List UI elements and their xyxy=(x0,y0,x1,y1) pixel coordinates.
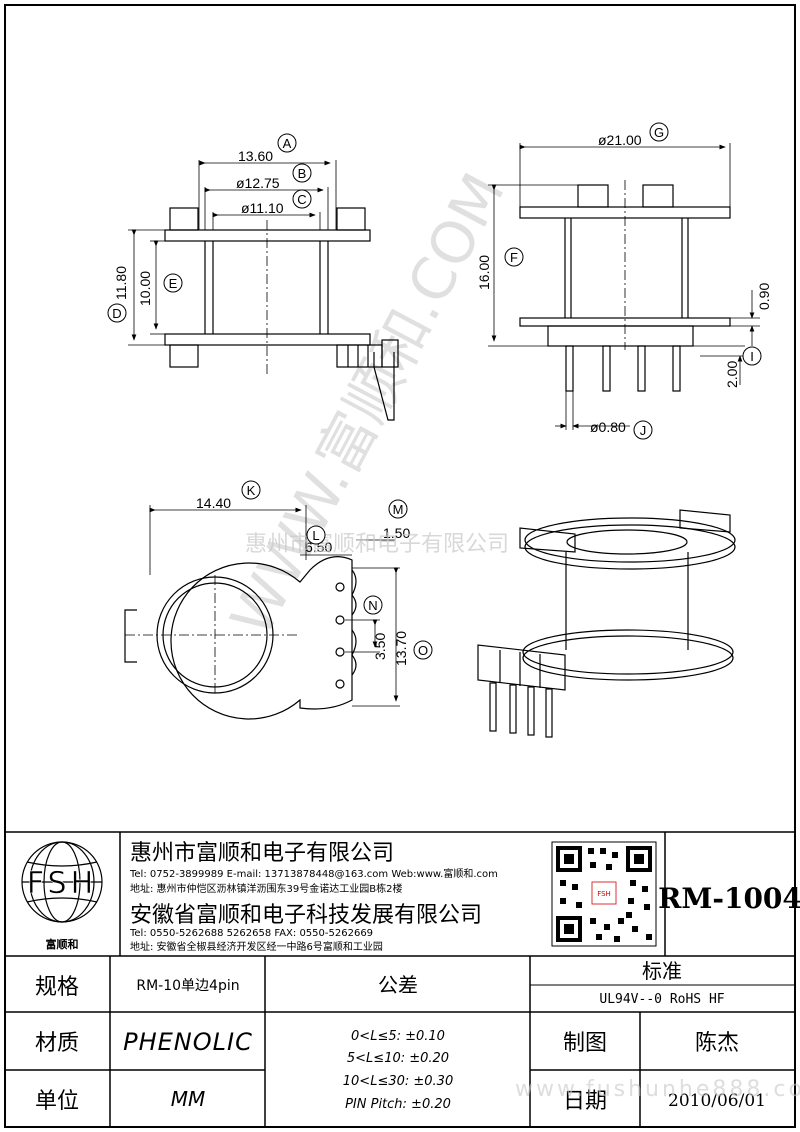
logo-caption: 富顺和 xyxy=(46,937,79,951)
callout-l: L xyxy=(312,528,319,543)
company2-address: 地址: 安徽省全椒县经济开发区经一中路6号富顺和工业园 xyxy=(130,940,383,953)
drawn-label: 制图 xyxy=(563,1031,607,1056)
date-label: 日期 xyxy=(563,1089,607,1114)
dim-n-value: 3.50 xyxy=(372,633,388,660)
fsh-logo xyxy=(21,841,103,923)
sheet-border xyxy=(4,4,796,1128)
callout-f: F xyxy=(510,250,518,265)
company2-name: 安徽省富顺和电子科技发展有限公司 xyxy=(130,903,482,928)
tolerance-3: 10<L≤30: ±0.30 xyxy=(343,1074,453,1089)
standard-value: UL94V--0 RoHS HF xyxy=(599,992,724,1007)
qr-center-label: FSH xyxy=(597,890,611,898)
drawn-value: 陈杰 xyxy=(695,1031,739,1056)
title-block xyxy=(5,831,795,1127)
part-number: RM-1004 xyxy=(658,882,800,915)
dim-f-value: 16.00 xyxy=(476,255,492,290)
dim-h-value: 0.90 xyxy=(756,283,772,310)
callout-markers xyxy=(107,122,762,660)
spec-value: RM-10单边4pin xyxy=(136,978,239,994)
tolerance-4: PIN Pitch: ±0.20 xyxy=(345,1097,451,1112)
material-value: PHENOLIC xyxy=(123,1028,253,1056)
company1-address: 地址: 惠州市仲恺区沥林镇洋沥围东39号金诺达工业园B栋2楼 xyxy=(130,882,403,895)
dim-a-value: 13.60 xyxy=(238,148,273,164)
unit-label: 单位 xyxy=(35,1089,79,1114)
dim-j-value: ø0.80 xyxy=(590,419,626,435)
dim-d-value: 11.80 xyxy=(113,266,129,300)
dim-b-value: ø12.75 xyxy=(236,175,280,191)
dim-k-value: 14.40 xyxy=(196,495,231,511)
company-watermark: 惠州市富顺和电子有限公司 xyxy=(245,532,509,557)
url-watermark: www.fushunhe888.com xyxy=(515,1077,800,1102)
dim-g-value: ø21.00 xyxy=(598,132,642,148)
material-label: 材质 xyxy=(35,1031,79,1056)
standard-label: 标准 xyxy=(642,959,682,983)
callout-j: J xyxy=(640,423,647,438)
top-view xyxy=(124,505,400,720)
date-value: 2010/06/01 xyxy=(668,1091,766,1111)
spec-label: 规格 xyxy=(35,975,79,1000)
dim-i-value: 2.00 xyxy=(724,361,740,388)
callout-c: C xyxy=(297,192,306,207)
dim-c-value: ø11.10 xyxy=(241,200,284,216)
tolerance-1: 0<L≤5: ±0.10 xyxy=(351,1029,445,1044)
callout-b: B xyxy=(298,166,307,181)
company1-name: 惠州市富顺和电子有限公司 xyxy=(130,841,394,866)
callout-i: I xyxy=(750,349,754,364)
callout-g: G xyxy=(654,125,664,140)
tolerance-2: 5<L≤10: ±0.20 xyxy=(347,1051,449,1066)
company2-contact: Tel: 0550-5262688 5262658 FAX: 0550-5262… xyxy=(129,928,373,939)
callout-d: D xyxy=(112,306,121,321)
diagonal-watermark: WWW.富顺和.COM xyxy=(217,162,518,646)
callout-n: N xyxy=(368,598,377,613)
front-view xyxy=(488,143,760,430)
side-view xyxy=(128,160,399,421)
dim-m-value: 1.50 xyxy=(383,525,410,541)
svg-text:WWW.富顺和.COM: WWW.富顺和.COM xyxy=(217,162,518,646)
callout-o: O xyxy=(418,643,428,658)
isometric-view xyxy=(477,509,736,738)
company1-contact: Tel: 0752-3899989 E-mail: 13713878448@16… xyxy=(129,867,498,880)
logo-letters: FSH xyxy=(27,866,97,901)
dim-e-value: 10.00 xyxy=(137,271,153,306)
callout-k: K xyxy=(247,483,256,498)
callout-a: A xyxy=(283,136,292,151)
callout-e: E xyxy=(169,276,178,291)
tolerance-label: 公差 xyxy=(378,973,418,997)
callout-m: M xyxy=(393,502,404,517)
unit-value: MM xyxy=(171,1087,206,1111)
dim-o-value: 13.70 xyxy=(393,631,409,666)
qr-code xyxy=(551,841,657,947)
